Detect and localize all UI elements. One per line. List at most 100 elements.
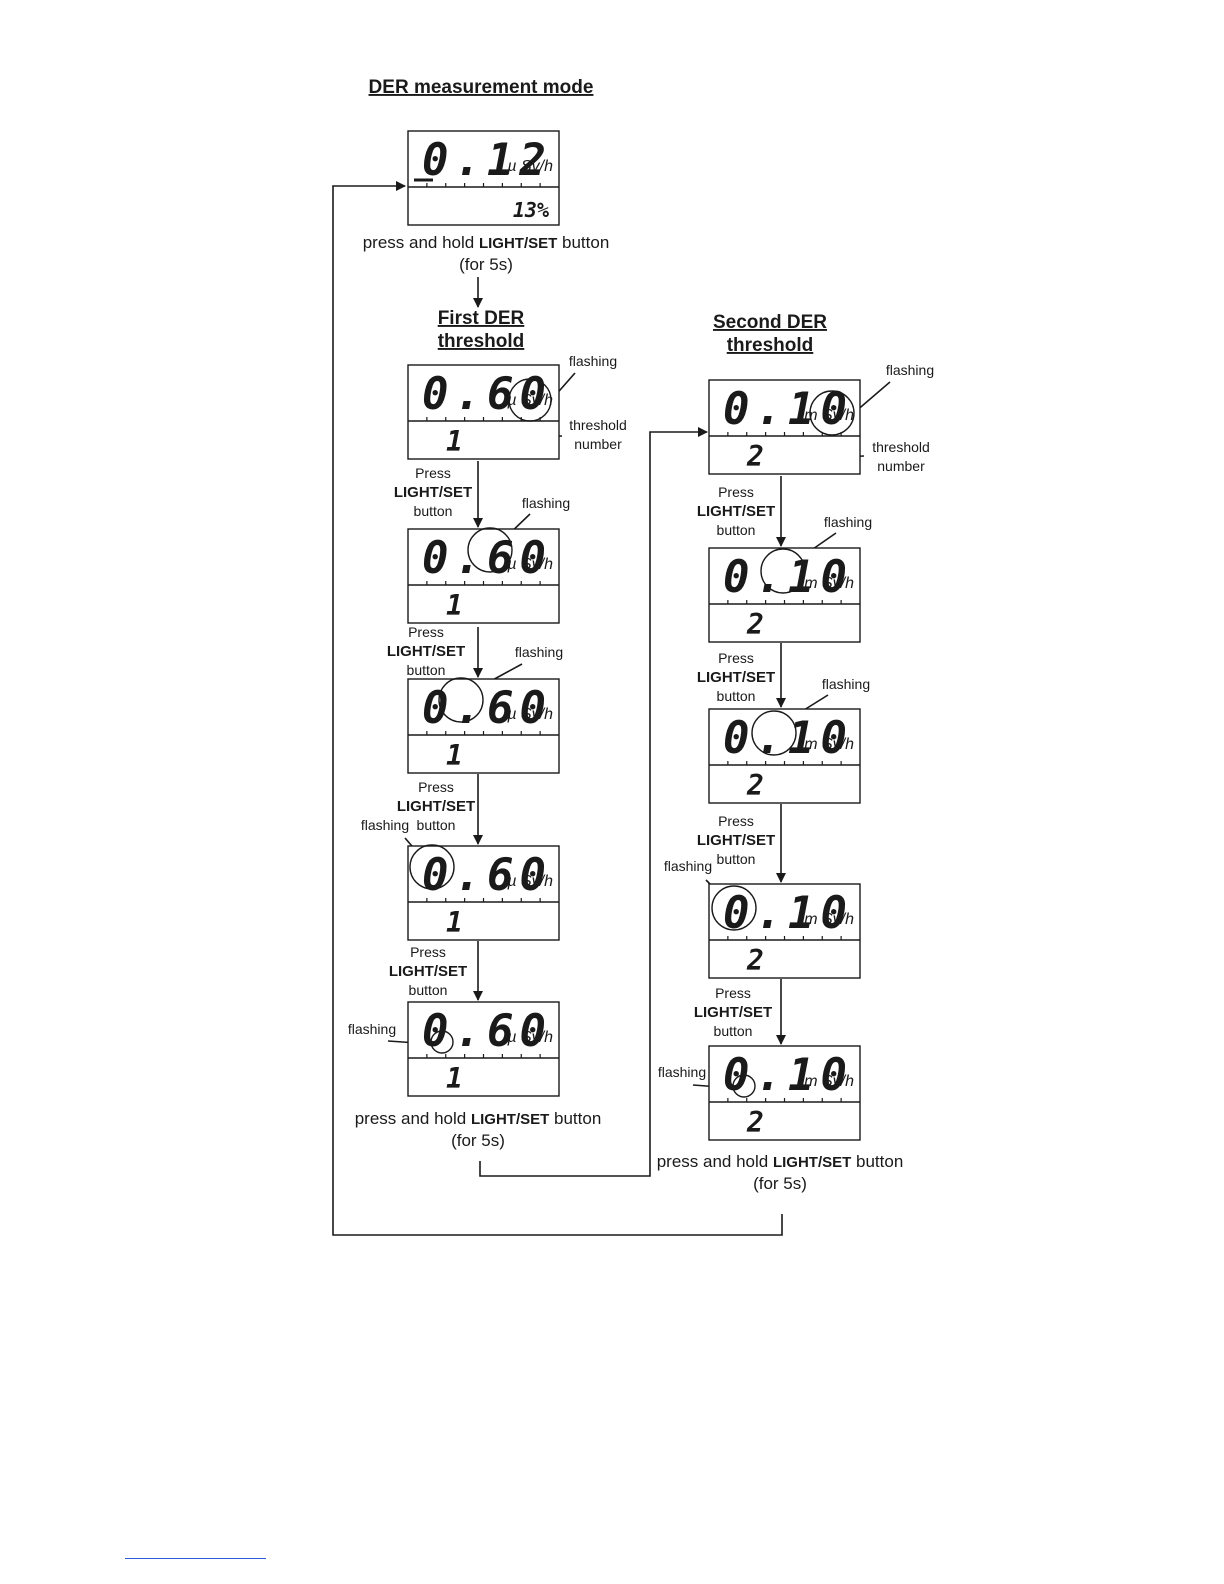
hold-text-end: button — [851, 1152, 903, 1171]
connector-loop-back — [332, 181, 783, 1236]
display-frame — [407, 845, 560, 941]
page-title: DER measurement mode — [369, 77, 594, 98]
threshold-label-r1a: threshold — [872, 439, 930, 455]
flash-circle-digit-3 — [438, 677, 484, 723]
display-value: 0.60 — [422, 369, 552, 420]
display-value: 0.10 — [723, 384, 853, 435]
press-left-3-button: button — [417, 817, 456, 833]
display-frame — [407, 528, 560, 624]
display-unit: µ Sv/h — [506, 1029, 553, 1046]
hold-text-end: button — [549, 1109, 601, 1128]
display-second-2: 0.10m Sv/h 2 — [708, 547, 861, 643]
press-left-2-button: button — [407, 662, 446, 678]
press-left-4-press: Press — [410, 944, 446, 960]
display-sub-value: 1 — [446, 1062, 463, 1095]
hold-button-name: LIGHT/SET — [471, 1111, 549, 1128]
display-sub-value: 2 — [746, 440, 764, 473]
hold-caption-second-line2: (for 5s) — [753, 1174, 807, 1193]
hold-text: press and hold — [355, 1109, 471, 1128]
display-unit: m Sv/h — [804, 575, 854, 592]
display-value: 0.60 — [422, 683, 552, 734]
display-first-3: 0.60µ Sv/h 1 — [407, 678, 560, 774]
hold-caption-first-line2: (for 5s) — [451, 1131, 505, 1150]
threshold-label-r1b: number — [877, 458, 925, 474]
display-first-5: 0.60µ Sv/h1 — [407, 1001, 560, 1097]
press-left-1-button: button — [414, 503, 453, 519]
hold-button-name: LIGHT/SET — [479, 235, 557, 252]
display-sub-value: 1 — [446, 589, 463, 622]
display-frame — [407, 130, 560, 226]
display-frame — [708, 1045, 861, 1141]
flash-circle-unit-r1 — [809, 390, 855, 436]
display-frame — [407, 678, 560, 774]
hold-caption-second-line1: press and hold LIGHT/SET button — [657, 1152, 904, 1171]
press-right-1-button: button — [717, 522, 756, 538]
display-first-2: 0.60µ Sv/h1 — [407, 528, 560, 624]
display-value: 0.10 — [723, 888, 853, 939]
display-sub-value: 1 — [446, 739, 463, 772]
threshold-label-1a: threshold — [569, 417, 627, 433]
flash-circle-point-5 — [430, 1030, 454, 1054]
press-left-4-light-set: LIGHT/SET — [389, 963, 467, 980]
flashing-label-r2: flashing — [824, 514, 872, 530]
hold-caption-top-line1: press and hold LIGHT/SET button — [363, 233, 610, 252]
display-unit: µ Sv/h — [506, 706, 553, 723]
display-sub-value: 2 — [746, 608, 764, 641]
hold-caption-top-line2: (for 5s) — [459, 255, 513, 274]
flashing-label-4: flashing — [361, 817, 409, 833]
display-value: 0.10 — [723, 552, 853, 603]
flash-circle-digit-r3 — [751, 710, 797, 756]
display-second-1: 0.10m Sv/h2 — [708, 379, 861, 475]
press-left-1-light-set: LIGHT/SET — [394, 484, 472, 501]
display-sub-value: 2 — [746, 944, 764, 977]
press-left-1-press: Press — [415, 465, 451, 481]
display-value: 0.60 — [422, 533, 552, 584]
display-first-1: 0.60µ Sv/h1 — [407, 364, 560, 460]
display-unit: m Sv/h — [804, 1073, 854, 1090]
press-right-1-light-set: LIGHT/SET — [697, 503, 775, 520]
flash-circle-digit-2 — [467, 527, 513, 573]
display-frame — [708, 883, 861, 979]
display-sub-value: 2 — [746, 769, 764, 802]
display-sub-value: 2 — [746, 1106, 764, 1139]
display-main: 0.12µ Sv/h13% — [407, 130, 560, 226]
press-right-4-light-set: LIGHT/SET — [694, 1004, 772, 1021]
press-left-4-button: button — [409, 982, 448, 998]
display-sub-value: 1 — [446, 906, 463, 939]
flash-leader-r1 — [854, 381, 891, 413]
display-value: 0.60 — [422, 850, 552, 901]
display-frame — [708, 379, 861, 475]
display-sub-value: 13% — [513, 198, 549, 222]
press-right-3-button: button — [717, 851, 756, 867]
press-left-2-light-set: LIGHT/SET — [387, 643, 465, 660]
press-left-2-press: Press — [408, 624, 444, 640]
press-right-3-press: Press — [718, 813, 754, 829]
hold-button-name: LIGHT/SET — [773, 1154, 851, 1171]
threshold-label-1b: number — [574, 436, 622, 452]
second-header-1: Second DER — [713, 312, 827, 333]
hold-caption-first-line1: press and hold LIGHT/SET button — [355, 1109, 602, 1128]
press-right-2-button: button — [717, 688, 756, 704]
footnote-separator — [125, 1558, 266, 1559]
first-header-2: threshold — [438, 331, 525, 352]
display-value: 0.12 — [422, 135, 552, 186]
press-left-3-press: Press — [418, 779, 454, 795]
flashing-label-r4: flashing — [664, 858, 712, 874]
flashing-label-1a: flashing — [569, 353, 617, 369]
press-right-2-press: Press — [718, 650, 754, 666]
display-frame — [708, 547, 861, 643]
flashing-label-2: flashing — [522, 495, 570, 511]
flash-circle-unit-1 — [508, 378, 552, 422]
flashing-label-5: flashing — [348, 1021, 396, 1037]
display-unit: µ Sv/h — [506, 392, 553, 409]
press-right-3-light-set: LIGHT/SET — [697, 832, 775, 849]
display-second-3: 0.10m Sv/h 2 — [708, 708, 861, 804]
display-unit: m Sv/h — [804, 736, 854, 753]
display-value: 0.10 — [723, 713, 853, 764]
flashing-label-r5: flashing — [658, 1064, 706, 1080]
press-right-1-press: Press — [718, 484, 754, 500]
press-right-4-button: button — [714, 1023, 753, 1039]
first-header-1: First DER — [438, 308, 525, 329]
hold-text-end: button — [557, 233, 609, 252]
